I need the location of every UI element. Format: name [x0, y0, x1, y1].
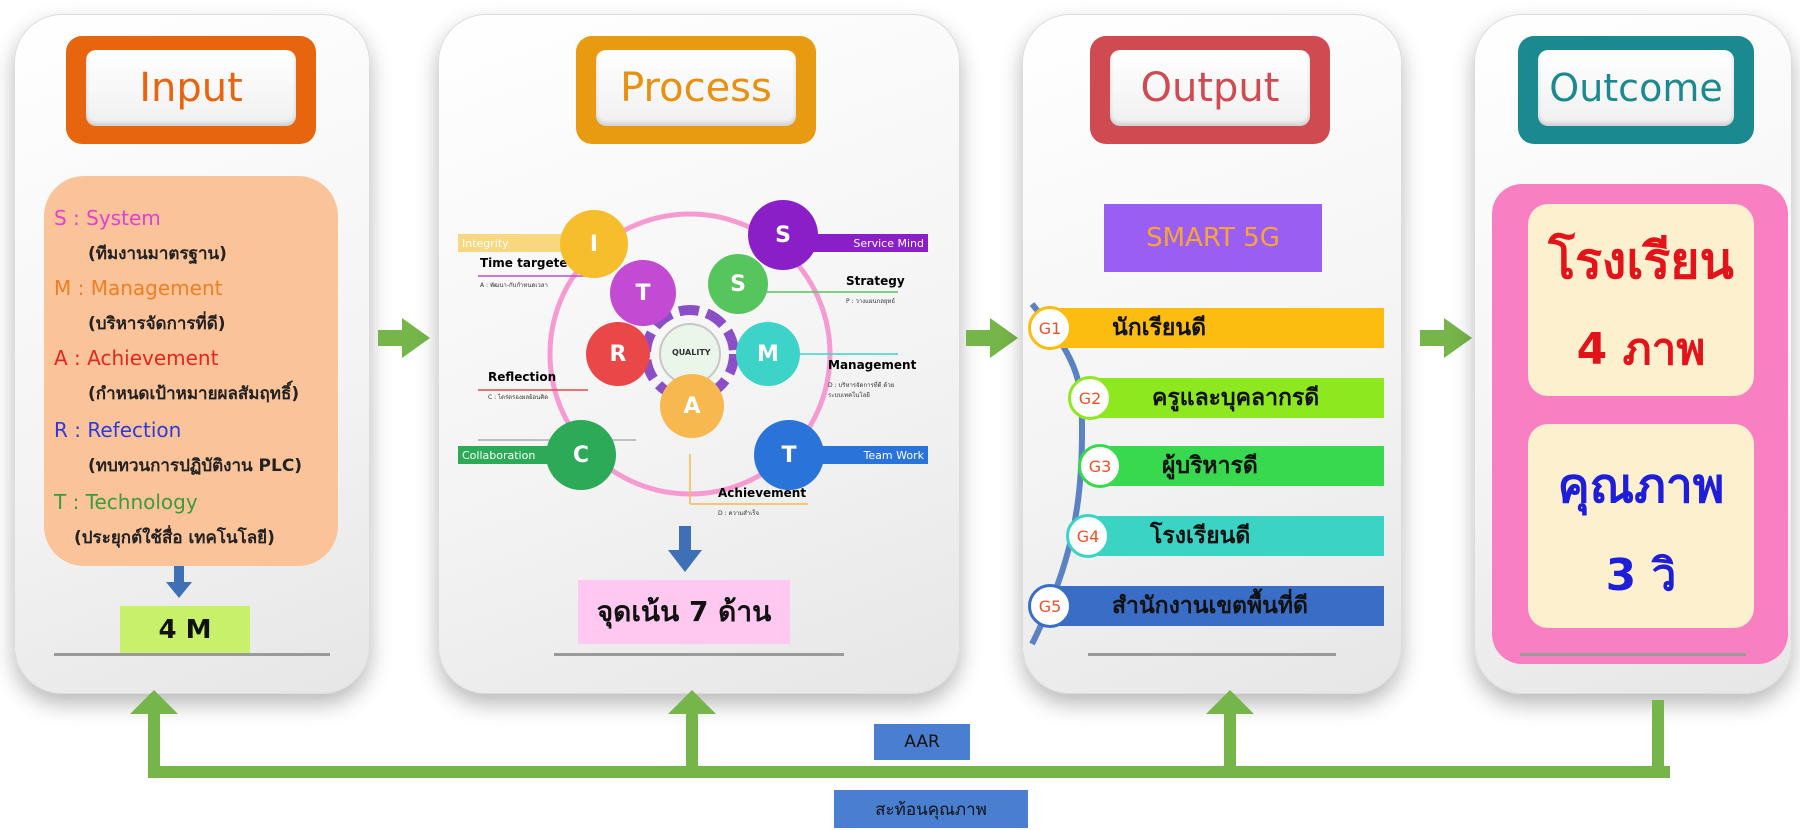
outcome-box2-line2: 3 วิ	[1605, 550, 1677, 601]
input-list: S : System (ทีมงานมาตรฐาน) M : Managemen…	[44, 176, 338, 566]
arrow-right-icon	[966, 318, 1018, 358]
reflection-label: Reflection	[488, 370, 557, 384]
wheel-s-ball: S	[708, 254, 768, 314]
input-card-divider	[54, 653, 330, 656]
wheel-t-ball: T	[610, 260, 676, 326]
wheel-i-ball: I	[560, 210, 628, 278]
input-item-achievement: A : Achievement	[54, 346, 219, 370]
input-item-system: S : System	[54, 206, 161, 230]
goal-label: นักเรียนดี	[1112, 315, 1206, 341]
outcome-card: Outcome โรงเรียน 4 ภาพ คุณภาพ 3 วิ	[1474, 14, 1792, 694]
strategy-label: Strategy	[846, 274, 905, 288]
wheel-a-ball: A	[660, 374, 724, 438]
service-mind-label: Service Mind	[853, 236, 924, 250]
aar-label: AAR	[874, 724, 970, 760]
goal-label: ผู้บริหารดี	[1162, 453, 1258, 479]
arrow-right-icon	[378, 318, 430, 358]
goal-connector-line	[1029, 302, 1086, 646]
input-item-management: M : Management	[54, 276, 223, 300]
service-mind-bar: Service Mind	[788, 234, 928, 252]
output-card-divider	[1088, 653, 1336, 656]
smart-5g-badge: SMART 5G	[1104, 204, 1322, 272]
outcome-box-1: โรงเรียน 4 ภาพ	[1528, 204, 1754, 396]
outcome-box-2: คุณภาพ 3 วิ	[1528, 424, 1754, 628]
input-item-achievement-sub: (กำหนดเป้าหมายผลสัมฤทธิ์)	[88, 384, 300, 404]
outcome-box1-line2: 4 ภาพ	[1576, 324, 1706, 375]
wheel-r-ball: R	[586, 322, 650, 386]
management-label: Management	[828, 358, 917, 372]
collaboration-label: Collaboration	[462, 448, 536, 462]
outcome-box1-line1: โรงเรียน	[1548, 232, 1734, 290]
process-title-frame: Process	[576, 36, 816, 144]
process-result-badge: จุดเน้น 7 ด้าน	[578, 580, 790, 644]
goal-bar-g2: ครูและบุคลากรดี	[1088, 378, 1384, 418]
achievement-sub: D : ความสำเร็จ	[718, 510, 759, 517]
wheel-c-ball: C	[546, 420, 616, 490]
process-card-divider	[554, 653, 844, 656]
strategy-sub: P : วางแผนกลยุทธ์	[846, 298, 896, 305]
reflect-quality-label: สะท้อนคุณภาพ	[834, 790, 1028, 828]
goal-badge: G2	[1068, 376, 1112, 420]
goal-badge: G4	[1066, 514, 1110, 558]
goal-label: สำนักงานเขตพื้นที่ดี	[1112, 593, 1308, 619]
goal-badge: G1	[1028, 306, 1072, 350]
input-result-badge: 4 M	[120, 606, 250, 654]
input-item-management-sub: (บริหารจัดการที่ดี)	[88, 314, 226, 334]
outcome-card-divider	[1520, 653, 1746, 656]
input-item-technology: T : Technology	[54, 490, 198, 514]
input-item-technology-sub: (ประยุกต์ใช้สื่อ เทคโนโลยี)	[74, 528, 275, 548]
output-title: Output	[1110, 50, 1310, 126]
goal-bar-g4: โรงเรียนดี	[1086, 516, 1384, 556]
input-card: Input S : System (ทีมงานมาตรฐาน) M : Man…	[14, 14, 370, 694]
outcome-title-frame: Outcome	[1518, 36, 1754, 144]
input-item-refection: R : Refection	[54, 418, 182, 442]
arrow-right-icon	[1420, 318, 1472, 358]
reflection-sub: C : ไตร่ตรองผลย้อนคิด	[488, 394, 549, 401]
goal-badge: G3	[1078, 444, 1122, 488]
input-item-refection-sub: (ทบทวนการปฏิบัติงาน PLC)	[88, 456, 303, 476]
process-card: Process Integrity Service Mind Collabora…	[438, 14, 960, 694]
output-title-frame: Output	[1090, 36, 1330, 144]
outcome-pink-panel: โรงเรียน 4 ภาพ คุณภาพ 3 วิ	[1492, 184, 1788, 664]
wheel-t2-ball: T	[754, 420, 824, 490]
input-title-frame: Input	[66, 36, 316, 144]
integrity-label: Integrity	[462, 236, 509, 250]
integrity-bar: Integrity	[458, 234, 578, 252]
process-down-arrow-icon	[668, 526, 702, 572]
input-title: Input	[86, 50, 296, 126]
team-work-label: Team Work	[863, 448, 924, 462]
output-card: Output SMART 5G นักเรียนดี G1 ครูและบุคล…	[1022, 14, 1402, 694]
time-targeted-label: Time targeted	[480, 256, 577, 270]
wheel-center-label: QUALITY	[672, 348, 711, 357]
goal-label: ครูและบุคลากรดี	[1152, 385, 1320, 411]
feedback-loop-lines	[130, 690, 1670, 778]
goal-label: โรงเรียนดี	[1150, 523, 1251, 549]
input-down-arrow-icon	[166, 566, 192, 598]
goal-bar-g3: ผู้บริหารดี	[1098, 446, 1384, 486]
process-title: Process	[596, 50, 796, 126]
outcome-box2-line1: คุณภาพ	[1557, 458, 1725, 514]
wheel-m-ball: M	[736, 322, 800, 386]
goal-bar-g5: สำนักงานเขตพื้นที่ดี	[1048, 586, 1384, 626]
time-targeted-sub: A : พัฒนา-กับกำหนดเวลา	[480, 282, 548, 289]
smart-wheel-diagram: Integrity Service Mind Collaboration Tea…	[458, 194, 928, 534]
goal-bar-g1: นักเรียนดี	[1048, 308, 1384, 348]
input-item-system-sub: (ทีมงานมาตรฐาน)	[88, 244, 227, 264]
wheel-s2-ball: S	[748, 200, 818, 270]
outcome-title: Outcome	[1538, 50, 1734, 126]
goal-badge: G5	[1028, 584, 1072, 628]
management-sub: D : บริหารจัดการที่ดี ด้วยระบบเทคโนโลยี	[828, 382, 895, 399]
